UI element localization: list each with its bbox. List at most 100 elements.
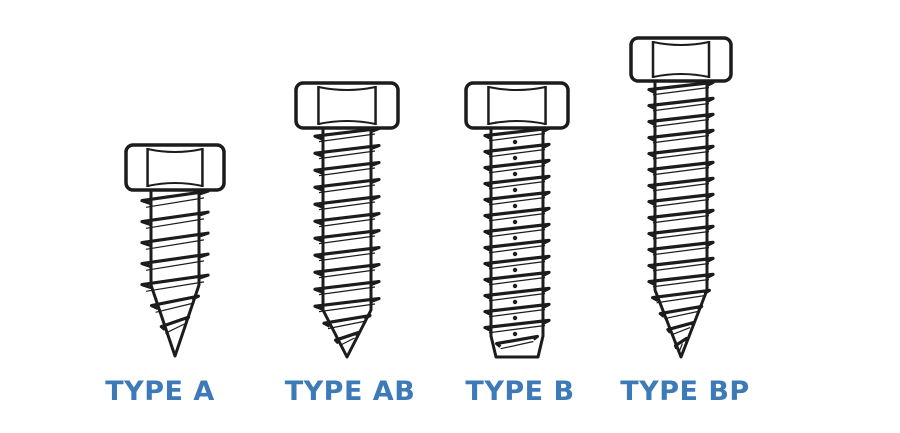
thread-root-line xyxy=(145,218,205,229)
thread-root-line xyxy=(339,337,355,347)
thread-ridge xyxy=(483,222,551,237)
hex-chamfer xyxy=(488,86,546,91)
thread-ridge xyxy=(483,302,551,317)
thread-notch xyxy=(512,267,518,273)
hex-head xyxy=(294,81,400,130)
thread-root-line xyxy=(652,262,710,272)
thread-ridge xyxy=(647,144,715,159)
hex-chamfer xyxy=(318,86,376,91)
thread-root-line xyxy=(318,201,376,211)
thread-root-line xyxy=(318,286,376,296)
type-a-screw-illustration xyxy=(124,143,226,358)
hex-head xyxy=(629,36,733,83)
thread-ridge xyxy=(483,270,551,285)
hex-chamfer xyxy=(147,182,203,187)
hex-chamfer xyxy=(318,120,376,125)
thread-ridge xyxy=(483,158,551,173)
thread-root-line xyxy=(652,246,710,256)
hex-chamfer xyxy=(652,41,710,46)
thread-root-line xyxy=(678,343,684,351)
type-ab-label: TYPE AB xyxy=(284,376,416,407)
thread-ridge xyxy=(140,189,210,206)
thread-notch xyxy=(512,251,518,257)
thread-root-line xyxy=(656,294,706,304)
thread-ridge xyxy=(140,252,210,269)
thread-ridge xyxy=(483,206,551,221)
thread-root-line xyxy=(488,148,546,158)
thread-root-line xyxy=(145,239,205,250)
thread-ridge xyxy=(647,272,715,287)
type-bp-screw-illustration xyxy=(629,36,733,359)
thread-ridge xyxy=(149,294,201,311)
thread-root-line xyxy=(652,182,710,192)
thread-ridge xyxy=(494,334,540,348)
type-b-label: TYPE B xyxy=(465,376,575,407)
thread-root-line xyxy=(318,218,376,228)
thread-root-line xyxy=(145,197,205,208)
hex-chamfer xyxy=(488,120,546,125)
thread-ridge xyxy=(313,296,381,311)
hex-head xyxy=(464,81,570,130)
thread-ridge xyxy=(483,126,551,141)
thread-root-line xyxy=(165,323,185,334)
thread-notch xyxy=(512,155,518,161)
thread-ridge xyxy=(647,192,715,207)
thread-notch xyxy=(512,331,518,337)
thread-ridge xyxy=(647,256,715,271)
thread-ridge xyxy=(313,262,381,277)
thread-root-line xyxy=(488,196,546,206)
thread-root-line xyxy=(318,167,376,177)
hex-head xyxy=(124,143,226,192)
thread-notch xyxy=(512,235,518,241)
thread-root-line xyxy=(500,340,534,350)
hex-chamfer xyxy=(147,148,203,153)
thread-root-line xyxy=(488,324,546,334)
thread-ridge xyxy=(140,273,210,290)
thread-notch xyxy=(512,171,518,177)
thread-root-line xyxy=(318,252,376,262)
thread-ridge xyxy=(313,177,381,192)
thread-ridge xyxy=(647,80,715,95)
thread-root-line xyxy=(664,310,698,320)
thread-ridge xyxy=(666,320,696,334)
thread-notch xyxy=(512,187,518,193)
thread-root-line xyxy=(671,326,691,336)
thread-root-line xyxy=(145,281,205,292)
thread-root-line xyxy=(652,166,710,176)
thread-ridge xyxy=(313,228,381,243)
thread-ridge xyxy=(647,160,715,175)
thread-ridge xyxy=(647,128,715,143)
thread-ridge xyxy=(322,313,372,328)
thread-ridge xyxy=(673,336,689,350)
type-b-screw-illustration xyxy=(464,81,570,359)
thread-root-line xyxy=(488,132,546,142)
thread-ridge xyxy=(313,143,381,158)
thread-root-line xyxy=(318,184,376,194)
thread-ridge xyxy=(647,240,715,255)
thread-ridge xyxy=(140,231,210,248)
thread-root-line xyxy=(318,150,376,160)
type-a-label: TYPE A xyxy=(105,376,215,407)
thread-root-line xyxy=(652,278,710,288)
thread-root-line xyxy=(652,150,710,160)
thread-root-line xyxy=(327,320,367,330)
thread-notch xyxy=(512,299,518,305)
thread-ridge xyxy=(483,254,551,269)
thread-root-line xyxy=(318,269,376,279)
thread-root-line xyxy=(488,276,546,286)
thread-root-line xyxy=(318,235,376,245)
thread-root-line xyxy=(155,302,195,313)
thread-root-line xyxy=(318,303,376,313)
thread-ridge xyxy=(651,288,711,302)
thread-root-line xyxy=(652,134,710,144)
thread-root-line xyxy=(652,118,710,128)
thread-ridge xyxy=(333,330,361,345)
thread-root-line xyxy=(145,260,205,271)
thread-root-line xyxy=(652,198,710,208)
thread-ridge xyxy=(647,224,715,239)
thread-root-line xyxy=(488,244,546,254)
thread-ridge xyxy=(313,160,381,175)
thread-ridge xyxy=(313,126,381,141)
